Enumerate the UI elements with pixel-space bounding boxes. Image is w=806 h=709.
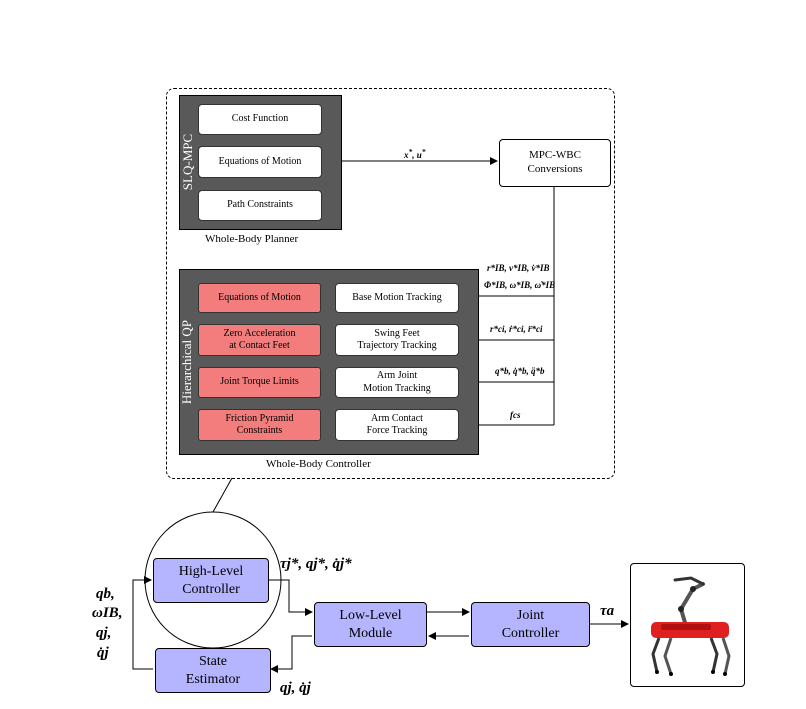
constraint-equations-of-motion: Equations of Motion (198, 283, 321, 313)
planner-item-equations: Equations of Motion (198, 146, 322, 178)
high-level-line1: High-Level (178, 564, 244, 579)
feedback-label-qj: qj, (96, 625, 112, 641)
planner-item-path-constraints: Path Constraints (198, 190, 322, 221)
state-estimator-line1: State (199, 654, 227, 669)
state-estimator-box: State Estimator (155, 648, 271, 693)
high-level-line2: Controller (182, 581, 240, 597)
low-level-module-box: Low-Level Module (314, 602, 427, 647)
constraint-label: Joint Torque Limits (220, 376, 299, 388)
joint-controller-line1: Joint (516, 608, 545, 623)
planner-caption: Whole-Body Planner (205, 233, 299, 245)
planner-item-cost-function: Cost Function (198, 104, 322, 135)
mpc-wbc-conversion-box: MPC-WBC Conversions (499, 139, 611, 187)
low-level-line1: Low-Level (339, 608, 402, 623)
task-label: Motion Tracking (363, 382, 431, 394)
controller-side-label: Hierarchical QP (179, 319, 194, 405)
constraint-label: Equations of Motion (218, 291, 301, 303)
task-label: Swing Feet (374, 327, 420, 339)
conversion-line2: Conversions (527, 163, 583, 175)
feedback-label-omega: ωIB, (92, 605, 123, 621)
feedback-label-qjdot: q̇j (97, 645, 109, 661)
feedback-label-qb: qb, (96, 586, 115, 602)
state-estimator-line2: Estimator (185, 671, 241, 687)
robot-image-frame (630, 563, 745, 687)
ref-label-arm: q*b, q̇*b, q̈*b (495, 366, 545, 376)
joint-controller-box: Joint Controller (471, 602, 590, 647)
zoom-connector-line (212, 477, 233, 513)
low-level-line2: Module (348, 625, 393, 641)
torque-label: τa (600, 603, 615, 619)
controller-caption: Whole-Body Controller (266, 458, 371, 470)
constraint-zero-acceleration: Zero Acceleration at Contact Feet (198, 324, 321, 356)
task-swing-feet: Swing Feet Trajectory Tracking (335, 324, 459, 356)
planner-output-label: x*, u* (404, 147, 426, 160)
constraint-label: Constraints (236, 425, 283, 436)
ref-label-force: fcs (510, 410, 521, 420)
ref-label-base-1: r*IB, v*IB, v̇*IB (487, 263, 550, 273)
conversion-line1: MPC-WBC (529, 149, 581, 162)
task-label: Arm Contact (371, 412, 423, 424)
joint-controller-line2: Controller (501, 625, 560, 641)
ref-label-swing: r*ci, ṙ*ci, r̈*ci (490, 324, 543, 334)
task-label: Trajectory Tracking (357, 340, 437, 351)
se-to-hl-arrow (132, 576, 153, 670)
ref-label-base-2: Φ*IB, ω*IB, ω̇*IB (484, 280, 556, 290)
task-arm-joint: Arm Joint Motion Tracking (335, 367, 459, 398)
se-input-label: qj, q̇j (280, 680, 311, 696)
task-arm-contact-force: Arm Contact Force Tracking (335, 409, 459, 441)
hl-output-label: τj*, qj*, q̇j* (280, 556, 352, 572)
constraint-label: at Contact Feet (229, 340, 290, 351)
constraint-label: Zero Acceleration (223, 327, 296, 339)
task-label: Force Tracking (366, 425, 428, 436)
planner-side-label: SLQ-MPC (180, 133, 195, 191)
constraint-label: Friction Pyramid (225, 412, 294, 424)
constraint-joint-torque-limits: Joint Torque Limits (198, 367, 321, 398)
task-label: Base Motion Tracking (352, 291, 442, 303)
whole-body-zoom-frame (166, 88, 615, 479)
task-label: Arm Joint (376, 370, 418, 381)
high-level-controller-box: High-Level Controller (153, 558, 269, 603)
constraint-friction-pyramid: Friction Pyramid Constraints (198, 409, 321, 441)
hl-to-ll-arrow (269, 579, 313, 616)
ll-to-se-arrow (270, 635, 312, 673)
task-base-motion: Base Motion Tracking (335, 283, 459, 313)
legged-robot-arm-illustration (651, 576, 731, 676)
